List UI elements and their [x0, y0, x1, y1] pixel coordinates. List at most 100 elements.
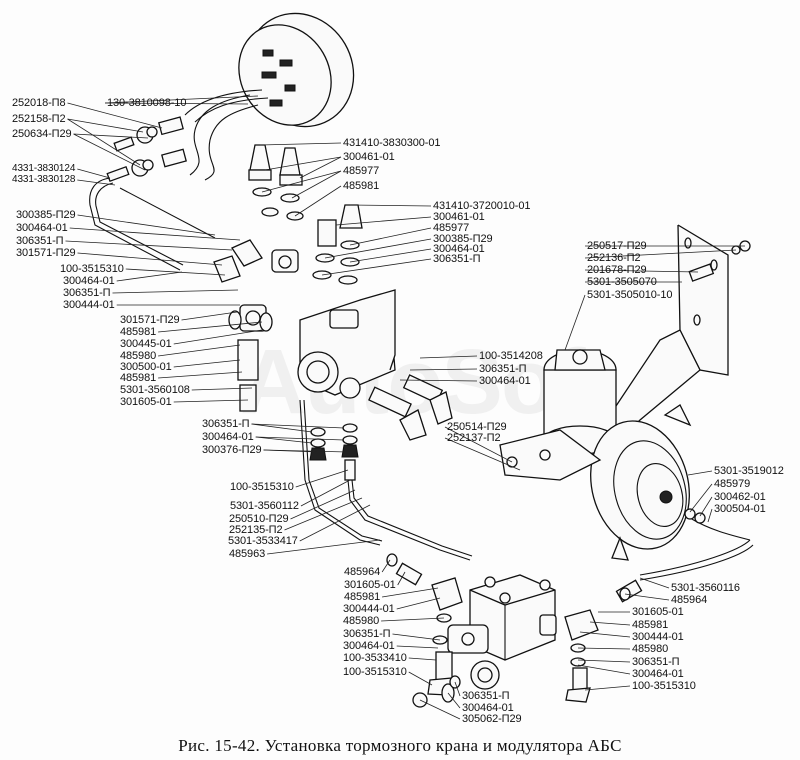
part-label: 306351-П	[63, 287, 111, 299]
leader-line	[335, 216, 432, 226]
leader-line	[299, 504, 371, 542]
part-label: 485981	[120, 326, 157, 338]
part-label: 485981	[343, 180, 380, 192]
part-label: 5301-3505070	[587, 276, 657, 288]
leader-line	[191, 387, 253, 391]
modulator-fittings-left	[386, 553, 463, 708]
leader-line	[707, 508, 713, 523]
part-label: 306351-П	[433, 253, 481, 265]
leader-line	[624, 593, 670, 601]
part-label: 300444-01	[63, 299, 115, 311]
leader-line	[158, 371, 243, 379]
leader-line	[173, 359, 241, 368]
part-label: 485977	[343, 165, 380, 177]
leader-line	[687, 470, 713, 476]
leader-line	[396, 597, 441, 610]
part-label: 485979	[714, 478, 751, 490]
leader-line	[381, 559, 391, 573]
part-label: 300464-01	[433, 243, 485, 255]
part-label: 250514-П29	[447, 421, 507, 433]
part-label: 301605-01	[344, 579, 396, 591]
leader-line	[251, 423, 345, 429]
part-label: 306351-П	[632, 656, 680, 668]
leader-line	[173, 329, 263, 345]
part-label: 300444-01	[343, 603, 395, 615]
part-label: 300464-01	[63, 275, 115, 287]
part-label: 5301-3560112	[230, 500, 299, 512]
leader-line	[261, 170, 342, 193]
part-label: 100-3515310	[343, 666, 407, 678]
leader-line	[255, 436, 313, 444]
part-label: 100-3515310	[230, 481, 294, 493]
part-label: 300376-П29	[202, 444, 262, 456]
part-label: 300504-01	[714, 503, 766, 515]
part-label: 252135-П2	[229, 524, 283, 536]
leader-line	[264, 156, 342, 171]
leader-line	[577, 659, 631, 663]
part-label: 300464-01	[462, 702, 514, 714]
leader-line	[584, 685, 631, 691]
leader-line	[251, 423, 313, 433]
leader-line	[291, 170, 342, 199]
leader-line	[584, 269, 699, 273]
part-label: 300385-П29	[433, 233, 493, 245]
leader-line	[263, 449, 349, 453]
leader-line	[158, 344, 241, 357]
leader-line	[295, 469, 349, 488]
leader-line	[173, 399, 249, 403]
part-label: 485980	[120, 350, 157, 362]
brake-valve	[297, 289, 396, 399]
leader-line	[564, 294, 586, 351]
leader-line	[392, 633, 441, 641]
leader-line	[259, 142, 342, 146]
part-label: 300385-П29	[16, 209, 76, 221]
leader-line	[577, 647, 631, 650]
leader-line	[67, 102, 163, 129]
part-label: 250510-П29	[229, 513, 289, 525]
leader-line	[577, 664, 631, 675]
part-label: 100-3533410	[343, 652, 407, 664]
part-label: 300464-01	[16, 222, 68, 234]
part-label: 130-3810098-10	[107, 97, 187, 109]
fittings-left	[106, 116, 187, 183]
figure-caption: Рис. 15-42. Установка тормозного крана и…	[178, 736, 622, 755]
part-label: 4331-3830128	[12, 174, 76, 185]
part-label: 485981	[120, 372, 157, 384]
hoses	[184, 89, 269, 181]
leader-line	[324, 238, 432, 259]
leader-line	[77, 179, 116, 186]
leader-line	[396, 645, 439, 649]
part-label: 485980	[343, 615, 380, 627]
leader-line	[397, 571, 406, 586]
part-label: 301605-01	[120, 396, 172, 408]
leader-line	[290, 489, 356, 520]
part-label: 485981	[344, 591, 381, 603]
part-label: 100-3515310	[632, 680, 696, 692]
leader-line	[77, 252, 223, 266]
part-label: 300464-01	[479, 375, 531, 387]
part-label: 485977	[433, 222, 470, 234]
part-label: 252158-П2	[12, 113, 66, 125]
leader-line	[419, 355, 478, 359]
leader-line	[255, 436, 345, 441]
part-label: 305062-П29	[462, 713, 522, 725]
leader-line	[65, 240, 233, 251]
part-label: 300461-01	[343, 151, 395, 163]
leader-line	[444, 426, 513, 463]
part-label: 485964	[671, 594, 708, 606]
valve-outlets	[368, 374, 453, 441]
leader-line	[321, 258, 432, 276]
part-label: 5301-3560108	[120, 384, 190, 396]
leader-line	[77, 168, 111, 179]
leader-line	[408, 657, 437, 661]
abs-modulator	[447, 574, 557, 690]
part-label: 431410-3830300-01	[343, 137, 441, 149]
leader-line	[639, 577, 670, 589]
part-label: 300464-01	[343, 640, 395, 652]
leader-line	[104, 95, 259, 104]
part-label: 306351-П	[202, 418, 250, 430]
leader-line	[589, 621, 631, 626]
part-label: 300464-01	[202, 431, 254, 443]
